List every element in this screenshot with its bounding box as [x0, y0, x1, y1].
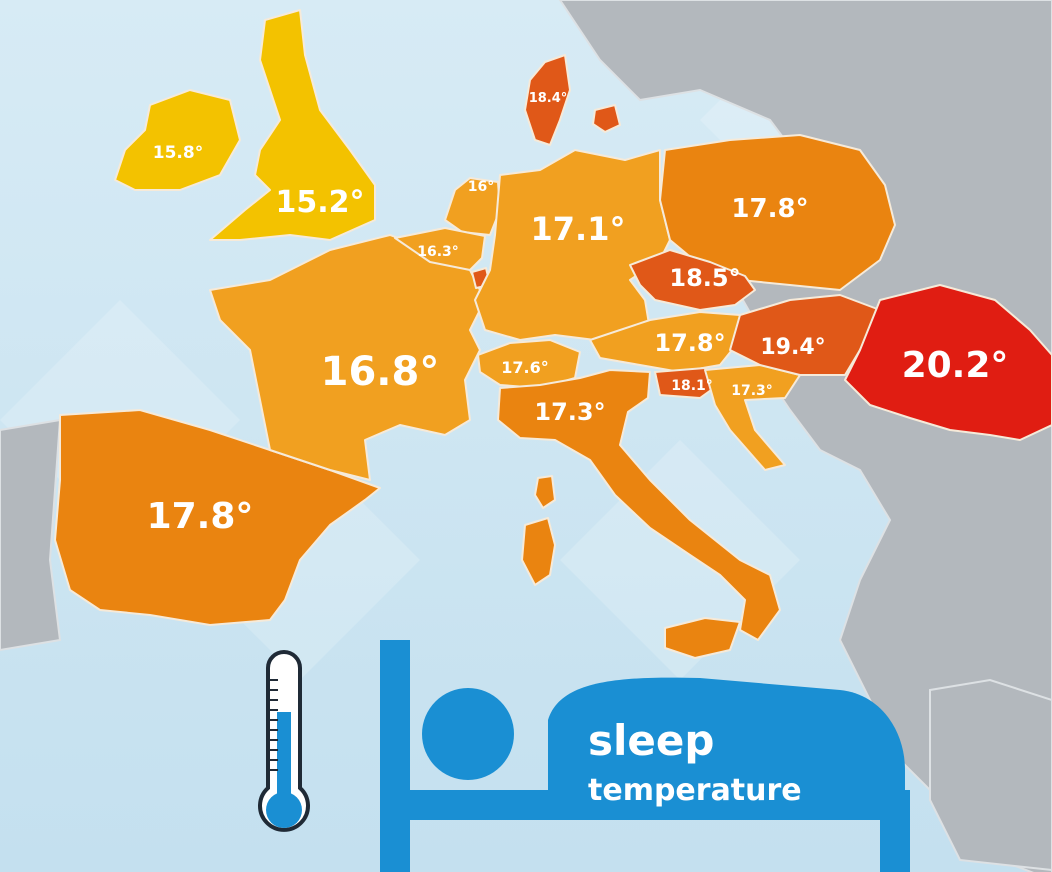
label-spain: 17.8° [147, 496, 254, 537]
label-italy: 17.3° [534, 398, 605, 426]
country-poland [659, 134, 896, 291]
country-denmark [524, 54, 571, 146]
label-uk: 15.2° [275, 185, 364, 220]
label-ireland: 15.8° [153, 143, 203, 163]
country-ireland [114, 89, 241, 191]
country-slovenia [654, 367, 719, 399]
thermometer-icon [258, 650, 310, 832]
bed-icon [380, 640, 910, 872]
label-czech: 18.5° [669, 264, 740, 292]
country-uk [209, 9, 376, 241]
country-belgium [394, 227, 486, 271]
island-zealand [592, 104, 621, 133]
label-germany: 17.1° [531, 210, 626, 248]
country-austria [589, 311, 741, 373]
label-switzerland: 17.6° [501, 358, 548, 377]
label-belgium: 16.3° [417, 244, 459, 260]
temperature-labels: 15.8° 15.2° 18.4° 16° 16.3° 17.1° 17.8° … [147, 91, 1009, 537]
label-netherlands: 16° [468, 179, 494, 195]
label-croatia: 17.3° [731, 383, 773, 399]
brand-title-sleep: sleep [588, 716, 714, 765]
country-netherlands [444, 177, 501, 236]
country-spain [54, 409, 381, 626]
country-shapes [54, 9, 1052, 659]
country-czech [629, 249, 756, 311]
label-hungary: 19.4° [760, 335, 825, 360]
island-sicily [664, 617, 741, 659]
country-italy [497, 369, 781, 641]
label-slovenia: 18.1° [671, 378, 713, 394]
island-corsica [534, 475, 556, 509]
label-france: 16.8° [321, 349, 440, 395]
label-denmark: 18.4° [529, 91, 568, 106]
island-sardinia [521, 517, 556, 586]
country-germany [474, 149, 671, 341]
label-poland: 17.8° [731, 194, 808, 224]
label-romania: 20.2° [902, 345, 1009, 386]
country-hungary [729, 294, 881, 376]
label-austria: 17.8° [654, 329, 725, 357]
country-romania [844, 284, 1052, 441]
brand-title-temperature: temperature [588, 773, 802, 808]
